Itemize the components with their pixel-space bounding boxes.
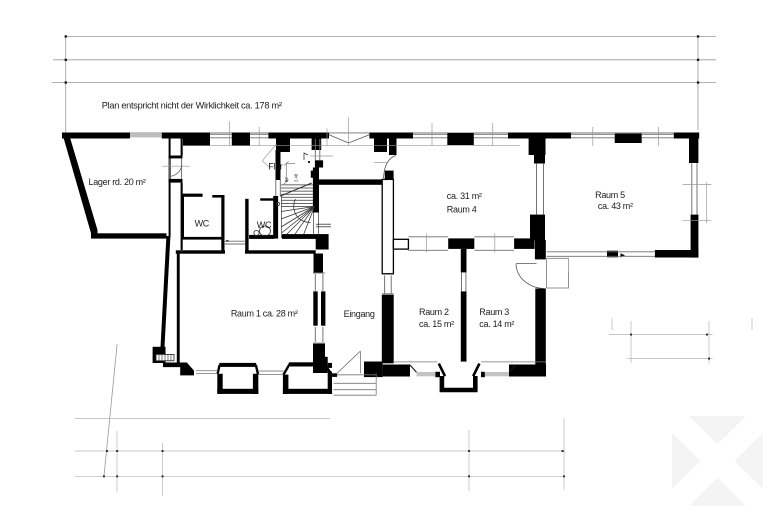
svg-text:Raum 1 ca. 28 m²: Raum 1 ca. 28 m² (231, 309, 298, 319)
svg-text:Raum 2: Raum 2 (419, 307, 449, 317)
svg-text:Eingang: Eingang (344, 309, 375, 319)
svg-text:Plan entspricht nicht der Wirk: Plan entspricht nicht der Wirklichkeit c… (102, 101, 282, 111)
svg-text:Raum 5: Raum 5 (595, 190, 625, 200)
svg-text:ca. 31 m²: ca. 31 m² (447, 191, 482, 201)
svg-text:WC: WC (257, 220, 272, 230)
svg-text:WC: WC (195, 219, 210, 229)
svg-text:ca. 14 m²: ca. 14 m² (479, 319, 514, 329)
svg-text:ca. 43 m²: ca. 43 m² (598, 201, 633, 211)
svg-text:92: 92 (284, 177, 289, 182)
svg-text:Raum 3: Raum 3 (479, 307, 509, 317)
svg-text:Lager rd. 20 m²: Lager rd. 20 m² (89, 177, 146, 187)
svg-text:2.48: 2.48 (294, 173, 299, 182)
svg-text:Flur: Flur (268, 162, 283, 172)
svg-text:Raum 4: Raum 4 (447, 205, 477, 215)
svg-text:ca. 15 m²: ca. 15 m² (419, 319, 454, 329)
